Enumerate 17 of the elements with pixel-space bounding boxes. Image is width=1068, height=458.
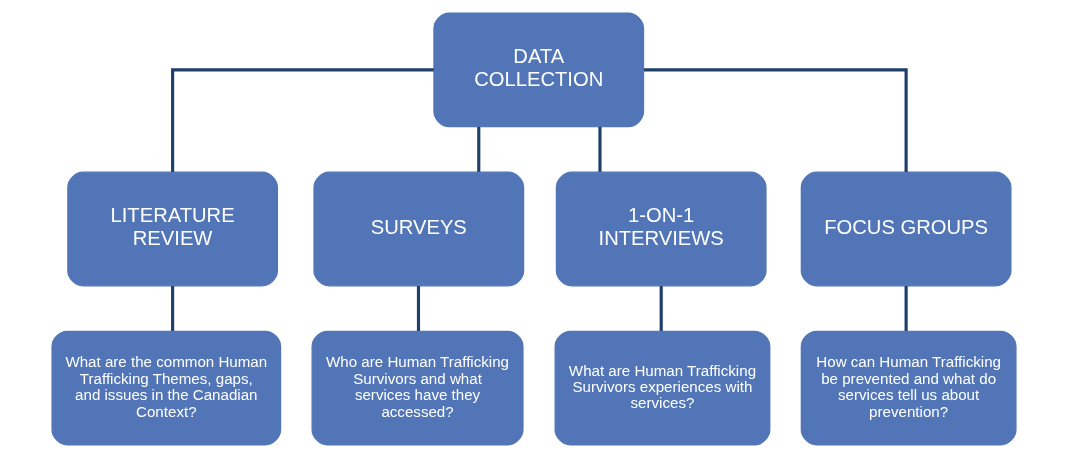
connector — [477, 126, 481, 172]
node-box: FOCUS GROUPS — [800, 171, 1012, 287]
node-box: DATA COLLECTION — [433, 12, 645, 128]
node-box: 1-ON-1 INTERVIEWS — [555, 171, 767, 287]
connector — [659, 286, 663, 331]
node-box: Who are Human Trafficking Survivors and what services have they accessed? — [311, 330, 524, 446]
node-box: LITERATURE REVIEW — [67, 171, 279, 287]
node-box: How can Human Trafficking be prevented and what do services tell us about prevention? — [800, 330, 1017, 446]
node-box: What are the common Human Trafficking Themes, gaps, and issues in the Canadian Context? — [51, 330, 282, 446]
connector — [904, 286, 908, 331]
node-box: What are Human Trafficking Survivors experiences with services? — [554, 330, 771, 446]
connector — [416, 286, 421, 331]
connector — [598, 126, 602, 172]
connector — [171, 286, 175, 331]
connector — [171, 68, 434, 172]
node-box: SURVEYS — [313, 171, 525, 287]
connector — [644, 68, 908, 172]
